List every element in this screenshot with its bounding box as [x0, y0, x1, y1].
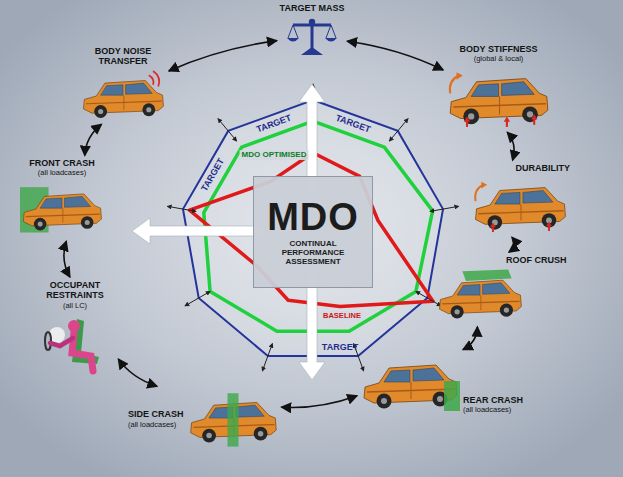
- cycle-arrow: [463, 327, 477, 350]
- node-title: MDO: [267, 198, 359, 236]
- load-case-node: OCCUPANT RESTRAINTS(all LC): [34, 280, 116, 377]
- label-block: BODY STIFFNESS(global & local): [460, 44, 538, 63]
- cycle-arrow: [85, 124, 102, 155]
- node-title: BODY STIFFNESS: [460, 44, 538, 54]
- node-subtitle: (all LC): [63, 301, 87, 310]
- load-case-node: SIDE CRASH(all loadcases): [128, 388, 279, 450]
- cycle-arrow: [282, 396, 358, 408]
- series-label: BASELINE: [321, 311, 363, 321]
- car-durability-icon: [470, 176, 570, 234]
- label-block: TARGET MASS: [280, 3, 345, 13]
- load-case-node: FRONT CRASH(all loadcases): [20, 158, 104, 238]
- node-title: DURABILITY: [516, 163, 571, 173]
- node-title: BODY NOISE TRANSFER: [92, 46, 154, 67]
- car-side-crash-icon: [187, 388, 279, 450]
- label-block: FRONT CRASH(all loadcases): [29, 158, 95, 177]
- axis-spike: [262, 344, 272, 371]
- label-block: ROOF CRUSH: [506, 255, 567, 265]
- node-subtitle: (global & local): [474, 54, 524, 63]
- node-title: OCCUPANT RESTRAINTS: [41, 280, 109, 301]
- car-roof-crush-icon: [436, 268, 524, 324]
- axis-spike: [430, 206, 459, 211]
- load-case-node: BODY STIFFNESS(global & local): [446, 44, 551, 129]
- dummy-icon: [34, 313, 116, 377]
- load-case-node: ROOF CRUSH: [436, 255, 567, 324]
- car-rear-crash-icon: [360, 352, 460, 414]
- label-block: DURABILITY: [516, 163, 571, 173]
- target-label: TARGET: [320, 342, 360, 353]
- axis-spike: [416, 291, 441, 306]
- target-node: TARGET MASS: [280, 3, 345, 58]
- car-front-crash-icon: [20, 180, 104, 238]
- cycle-arrow: [507, 132, 514, 160]
- cycle-arrow: [347, 41, 443, 70]
- load-case-node: REAR CRASH(all loadcases): [360, 352, 523, 414]
- axis-spike: [167, 206, 196, 211]
- cycle-arrow: [118, 359, 157, 386]
- label-block: REAR CRASH(all loadcases): [463, 395, 523, 414]
- series-label: MDO OPTIMISED: [240, 150, 309, 160]
- load-case-node: BODY NOISE TRANSFER: [80, 46, 166, 122]
- car-stiffness-icon: [446, 66, 551, 129]
- scales-icon: [287, 16, 337, 58]
- mdo-box: MDO CONTINUAL PERFORMANCE ASSESSMENT: [253, 176, 373, 288]
- cycle-arrow: [509, 237, 515, 252]
- label-block: MDOCONTINUAL PERFORMANCE ASSESSMENT: [271, 198, 355, 267]
- white-arrow-left: [132, 218, 265, 244]
- node-subtitle: (all loadcases): [38, 168, 86, 177]
- white-arrow-down: [299, 275, 325, 380]
- cycle-arrow: [64, 241, 70, 277]
- load-case-node: DURABILITY: [470, 163, 570, 234]
- axis-spike: [218, 119, 237, 141]
- cycle-arrow: [169, 41, 277, 71]
- node-title: FRONT CRASH: [29, 158, 95, 168]
- node-subtitle: (all loadcases): [463, 405, 511, 414]
- car-noise-icon: [80, 70, 166, 122]
- label-block: SIDE CRASH(all loadcases): [128, 409, 184, 428]
- node-subtitle: CONTINUAL PERFORMANCE ASSESSMENT: [271, 239, 355, 267]
- node-title: SIDE CRASH: [128, 409, 184, 419]
- node-title: REAR CRASH: [463, 395, 523, 405]
- label-block: BODY NOISE TRANSFER: [92, 46, 154, 67]
- node-title: TARGET MASS: [280, 3, 345, 13]
- node-title: ROOF CRUSH: [506, 255, 567, 265]
- node-subtitle: (all loadcases): [128, 420, 176, 429]
- white-arrow-up: [299, 84, 325, 190]
- label-block: OCCUPANT RESTRAINTS(all LC): [41, 280, 109, 310]
- axis-spike: [185, 291, 210, 306]
- axis-spike: [389, 119, 408, 141]
